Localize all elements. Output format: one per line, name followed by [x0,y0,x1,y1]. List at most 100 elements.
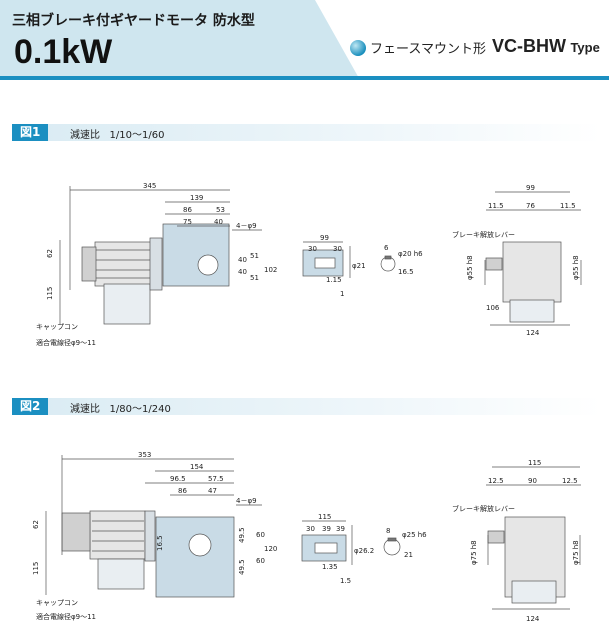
fig2-shaft-135: 1.35 [322,563,338,571]
fig2-key-phi25: φ25 h6 [402,531,427,539]
header-tab [0,0,360,80]
mount-label: フェースマウント形 [370,42,486,57]
fig1-side-99: 99 [526,184,535,192]
fig2-dim-47: 47 [208,487,217,495]
fig1-dim-139: 139 [190,194,203,202]
fig2-terminal-box [97,558,145,590]
fig2-key-21: 21 [404,551,413,559]
fig2-shaft-15: 1.5 [340,577,351,585]
figure1-header: 図1 減速比 1/10～1/60 [12,124,602,141]
model-type: VC-BHW Type [492,36,600,57]
fig1-key-6: 6 [384,244,389,252]
fig1-shaft-115: 1.15 [326,276,342,284]
figure2-header: 図2 減速比 1/80～1/240 [12,398,602,415]
fig1-dim-v40a: 40 [238,256,247,264]
fig2-dim-v60b: 60 [256,557,265,565]
fig2-shaft-39b: 39 [336,525,345,533]
fig1-shaft-99: 99 [320,234,329,242]
power-title: 0.1kW [14,33,113,71]
fig1-brake-label: ブレーキ解放レバー [452,231,515,239]
bullet-dot-icon [350,39,366,56]
fig1-shaft-30a: 30 [308,245,317,253]
fig1-side-115a: 11.5 [488,202,504,210]
fig2-dim-62: 62 [32,520,40,529]
fig2-dim-v495a: 49.5 [238,527,246,543]
fig2-side-phi75a: φ75 h8 [470,540,478,565]
fig1-key-16: 16.5 [398,268,414,276]
fig2-dim-v60a: 60 [256,531,265,539]
product-subtitle: 三相ブレーキ付ギヤードモータ 防水型 [12,13,255,29]
figure2-label: 図2 [12,398,49,415]
fig2-side-125b: 12.5 [562,477,578,485]
fig1-dim-62: 62 [46,249,54,258]
fig2-dim-575: 57.5 [208,475,224,483]
page-header: 三相ブレーキ付ギヤードモータ 防水型 0.1kW フェースマウント形 VC-BH… [0,0,609,80]
fig2-dim-86: 86 [178,487,187,495]
figure1-ratio: 減速比 1/10～1/60 [70,126,164,141]
fig1-shaft-phi21: φ21 [352,262,366,270]
fig1-key-phi20: φ20 h6 [398,250,423,258]
figure1-ratio-value: 1/10～1/60 [109,130,165,141]
fig1-dim-75: 75 [183,218,192,226]
fig2-side-phi75b: φ75 h8 [572,540,580,565]
header-rule [0,76,609,80]
fig2-gearbox-front [155,516,235,598]
figure1-ratio-label: 減速比 [70,130,100,141]
fig2-dim-v495b: 49.5 [238,559,246,575]
fig2-side-125a: 12.5 [488,477,504,485]
fig2-brake-label: ブレーキ解放レバー [452,505,515,513]
fig1-cable-label: 適合電線径φ9～11 [36,339,96,347]
figure2-bar [12,398,602,415]
fig2-side-terminal [511,580,557,604]
fig1-shaft-1: 1 [340,290,344,298]
fig1-side-115b: 11.5 [560,202,576,210]
figure2-ratio-label: 減速比 [70,404,100,415]
fig1-dim-v51b: 51 [250,274,259,282]
figure1-label: 図1 [12,124,49,141]
fig1-brake-cover [81,246,97,282]
fig1-hole: 4－φ9 [236,222,257,230]
fig2-cable-label: 適合電線径φ9～11 [36,613,96,621]
figure2-ratio: 減速比 1/80～1/240 [70,400,171,415]
fig2-cap-label: キャップコン [36,599,78,607]
fig1-dim-v51a: 51 [250,252,259,260]
figure1-bar [12,124,602,141]
fig1-dim-v40b: 40 [238,268,247,276]
fig1-side-106: 106 [486,304,500,312]
fig2-shaft-body [301,534,347,562]
fig2-dim-353: 353 [138,451,151,459]
fig1-shaft-30b: 30 [333,245,342,253]
fig2-side-124: 124 [526,615,540,623]
figure1-drawing: 345 139 86 53 75 40 4－φ9 62 115 40 40 51… [46,182,582,337]
fig1-output-hole [197,254,219,276]
mount-type: フェースマウント形 [350,38,486,57]
fig2-brake-cover [61,512,91,552]
fig2-dim-154: 154 [190,463,204,471]
fig1-flange [149,237,163,291]
fig2-key-8: 8 [386,527,390,535]
fig1-side-terminal [509,299,555,323]
fig1-dim-86: 86 [183,206,192,214]
fig2-shaft-30: 30 [306,525,315,533]
fig2-dim-115: 115 [32,562,40,575]
fig1-cap-label: キャップコン [36,323,78,331]
fig1-dim-40: 40 [214,218,223,226]
model-name: VC-BHW [492,36,566,56]
fig1-terminal-box [103,283,151,325]
fig2-shaft-115: 115 [318,513,331,521]
fig1-side-motor [502,241,562,303]
fig1-dim-115: 115 [46,287,54,300]
fig2-side-90: 90 [528,477,537,485]
fig2-key-circle [383,538,401,556]
fig1-side-76: 76 [526,202,535,210]
fig2-dim-165: 16.5 [156,535,164,551]
fig1-dim-v102: 102 [264,266,277,274]
fig1-side-124: 124 [526,329,540,337]
fig2-dim-965: 96.5 [170,475,186,483]
fig1-motor-body [94,241,154,287]
fig2-side-115: 115 [528,459,541,467]
figure2-drawing: 353 154 96.5 57.5 86 47 4－φ9 62 115 16.5… [32,451,581,623]
fig2-motor-body [89,510,146,560]
fig2-flange [144,510,156,562]
figure2-ratio-value: 1/80～1/240 [109,404,171,415]
